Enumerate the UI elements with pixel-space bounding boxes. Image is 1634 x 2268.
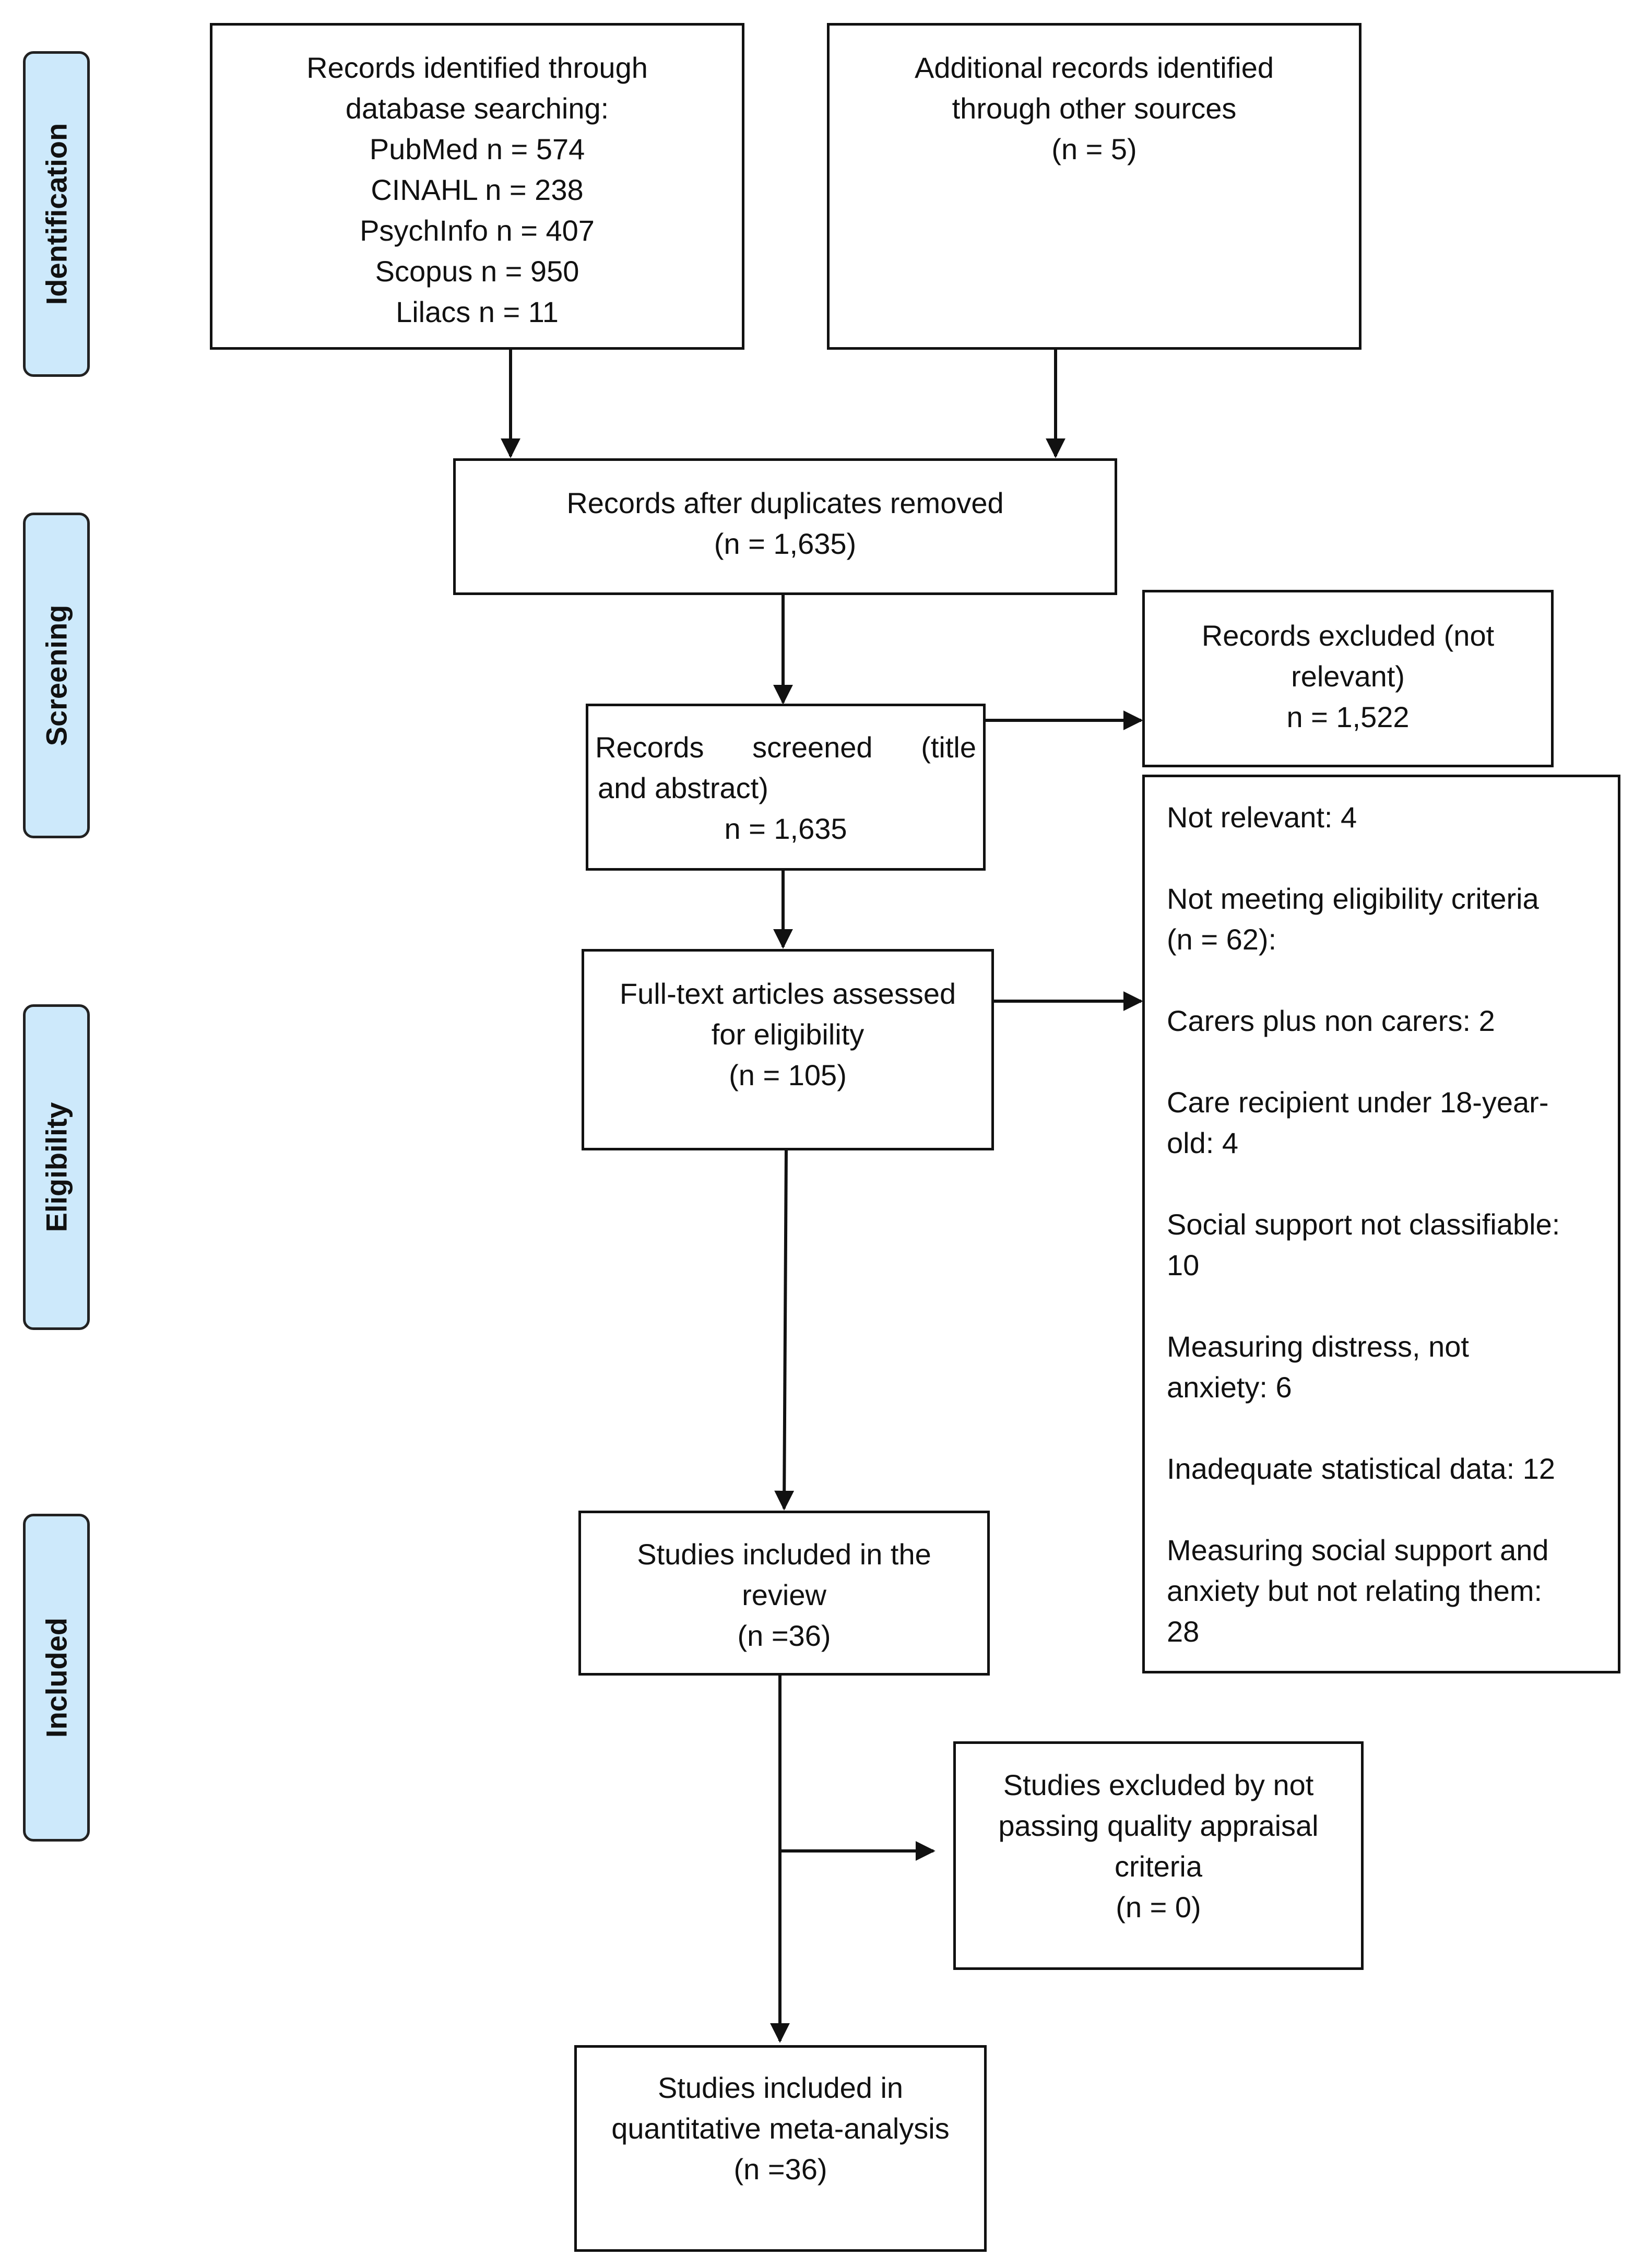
quality-line: Studies excluded by not: [1003, 1768, 1314, 1801]
fulltext-line: Full-text articles assessed: [619, 977, 956, 1010]
meta-line: Studies included in: [657, 2071, 904, 2104]
phase-screening: Screening: [23, 513, 90, 838]
database-line: PsychInfo n = 407: [360, 214, 595, 247]
exclusion-reason: Care recipient under 18-year- old: 4: [1167, 1086, 1549, 1159]
other-sources-line: through other sources: [952, 92, 1237, 125]
quality-line: (n = 0): [1116, 1891, 1201, 1923]
duplicates-line: Records after duplicates removed: [566, 486, 1004, 519]
meta-line: quantitative meta-analysis: [611, 2112, 950, 2145]
fulltext-line: for eligibility: [711, 1018, 865, 1051]
other-sources-line: Additional records identified: [915, 51, 1274, 84]
duplicates-line: (n = 1,635): [714, 527, 857, 560]
exclusion-reason: Not relevant: 4: [1167, 801, 1357, 834]
database-line: Scopus n = 950: [375, 255, 579, 288]
phase-eligibility-label: Eligibility: [40, 1102, 73, 1232]
records-after-duplicates-box: Records after duplicates removed (n = 1,…: [453, 458, 1117, 595]
excluded-line: Records excluded (not: [1201, 619, 1495, 652]
fulltext-exclusion-reasons-box: Not relevant: 4 Not meeting eligibility …: [1142, 775, 1620, 1673]
exclusion-reason: Measuring social support and anxiety but…: [1167, 1534, 1549, 1648]
included-review-line: Studies included in the: [637, 1538, 931, 1571]
arrow-fulltext-to-included: [774, 1148, 795, 1511]
database-line: CINAHL n = 238: [371, 173, 584, 206]
included-review-line: (n =36): [737, 1619, 831, 1652]
other-sources-line: (n = 5): [1051, 133, 1137, 165]
database-line: Records identified through: [306, 51, 648, 84]
exclusion-reason: Inadequate statistical data: 12: [1167, 1452, 1556, 1485]
fulltext-assessed-box: Full-text articles assessed for eligibil…: [582, 949, 994, 1150]
phase-screening-label: Screening: [40, 604, 73, 746]
screened-line: and abstract): [598, 771, 768, 804]
meta-line: (n =36): [733, 2153, 827, 2186]
excluded-line: relevant): [1291, 660, 1405, 693]
additional-records-box: Additional records identified through ot…: [827, 23, 1361, 350]
records-excluded-box: Records excluded (not relevant) n = 1,52…: [1142, 590, 1554, 767]
phase-eligibility: Eligibility: [23, 1004, 90, 1330]
records-identified-database-box: Records identified through database sear…: [210, 23, 744, 350]
database-line: PubMed n = 574: [369, 133, 585, 165]
studies-included-review-box: Studies included in the review (n =36): [578, 1511, 990, 1676]
database-line: Lilacs n = 11: [396, 295, 559, 328]
screened-line: Records screened (title: [595, 731, 976, 764]
fulltext-line: (n = 105): [729, 1059, 847, 1091]
phase-included-label: Included: [40, 1617, 73, 1738]
quality-appraisal-excluded-box: Studies excluded by not passing quality …: [953, 1741, 1364, 1970]
phase-included: Included: [23, 1514, 90, 1842]
quantitative-meta-analysis-box: Studies included in quantitative meta-an…: [574, 2045, 987, 2252]
screened-line: n = 1,635: [724, 812, 847, 845]
phase-identification: Identification: [23, 51, 90, 377]
excluded-line: n = 1,522: [1286, 700, 1410, 733]
quality-line: criteria: [1114, 1850, 1203, 1883]
exclusion-reason: Not meeting eligibility criteria (n = 62…: [1167, 882, 1539, 956]
exclusion-reason: Carers plus non carers: 2: [1167, 1004, 1495, 1037]
records-screened-box: Records screened (title and abstract) n …: [586, 704, 986, 871]
included-review-line: review: [742, 1578, 826, 1611]
quality-line: passing quality appraisal: [998, 1809, 1319, 1842]
phase-identification-label: Identification: [40, 123, 73, 305]
exclusion-reason: Social support not classifiable: 10: [1167, 1208, 1560, 1281]
exclusion-reason: Measuring distress, not anxiety: 6: [1167, 1330, 1469, 1404]
database-line: database searching:: [345, 92, 609, 125]
